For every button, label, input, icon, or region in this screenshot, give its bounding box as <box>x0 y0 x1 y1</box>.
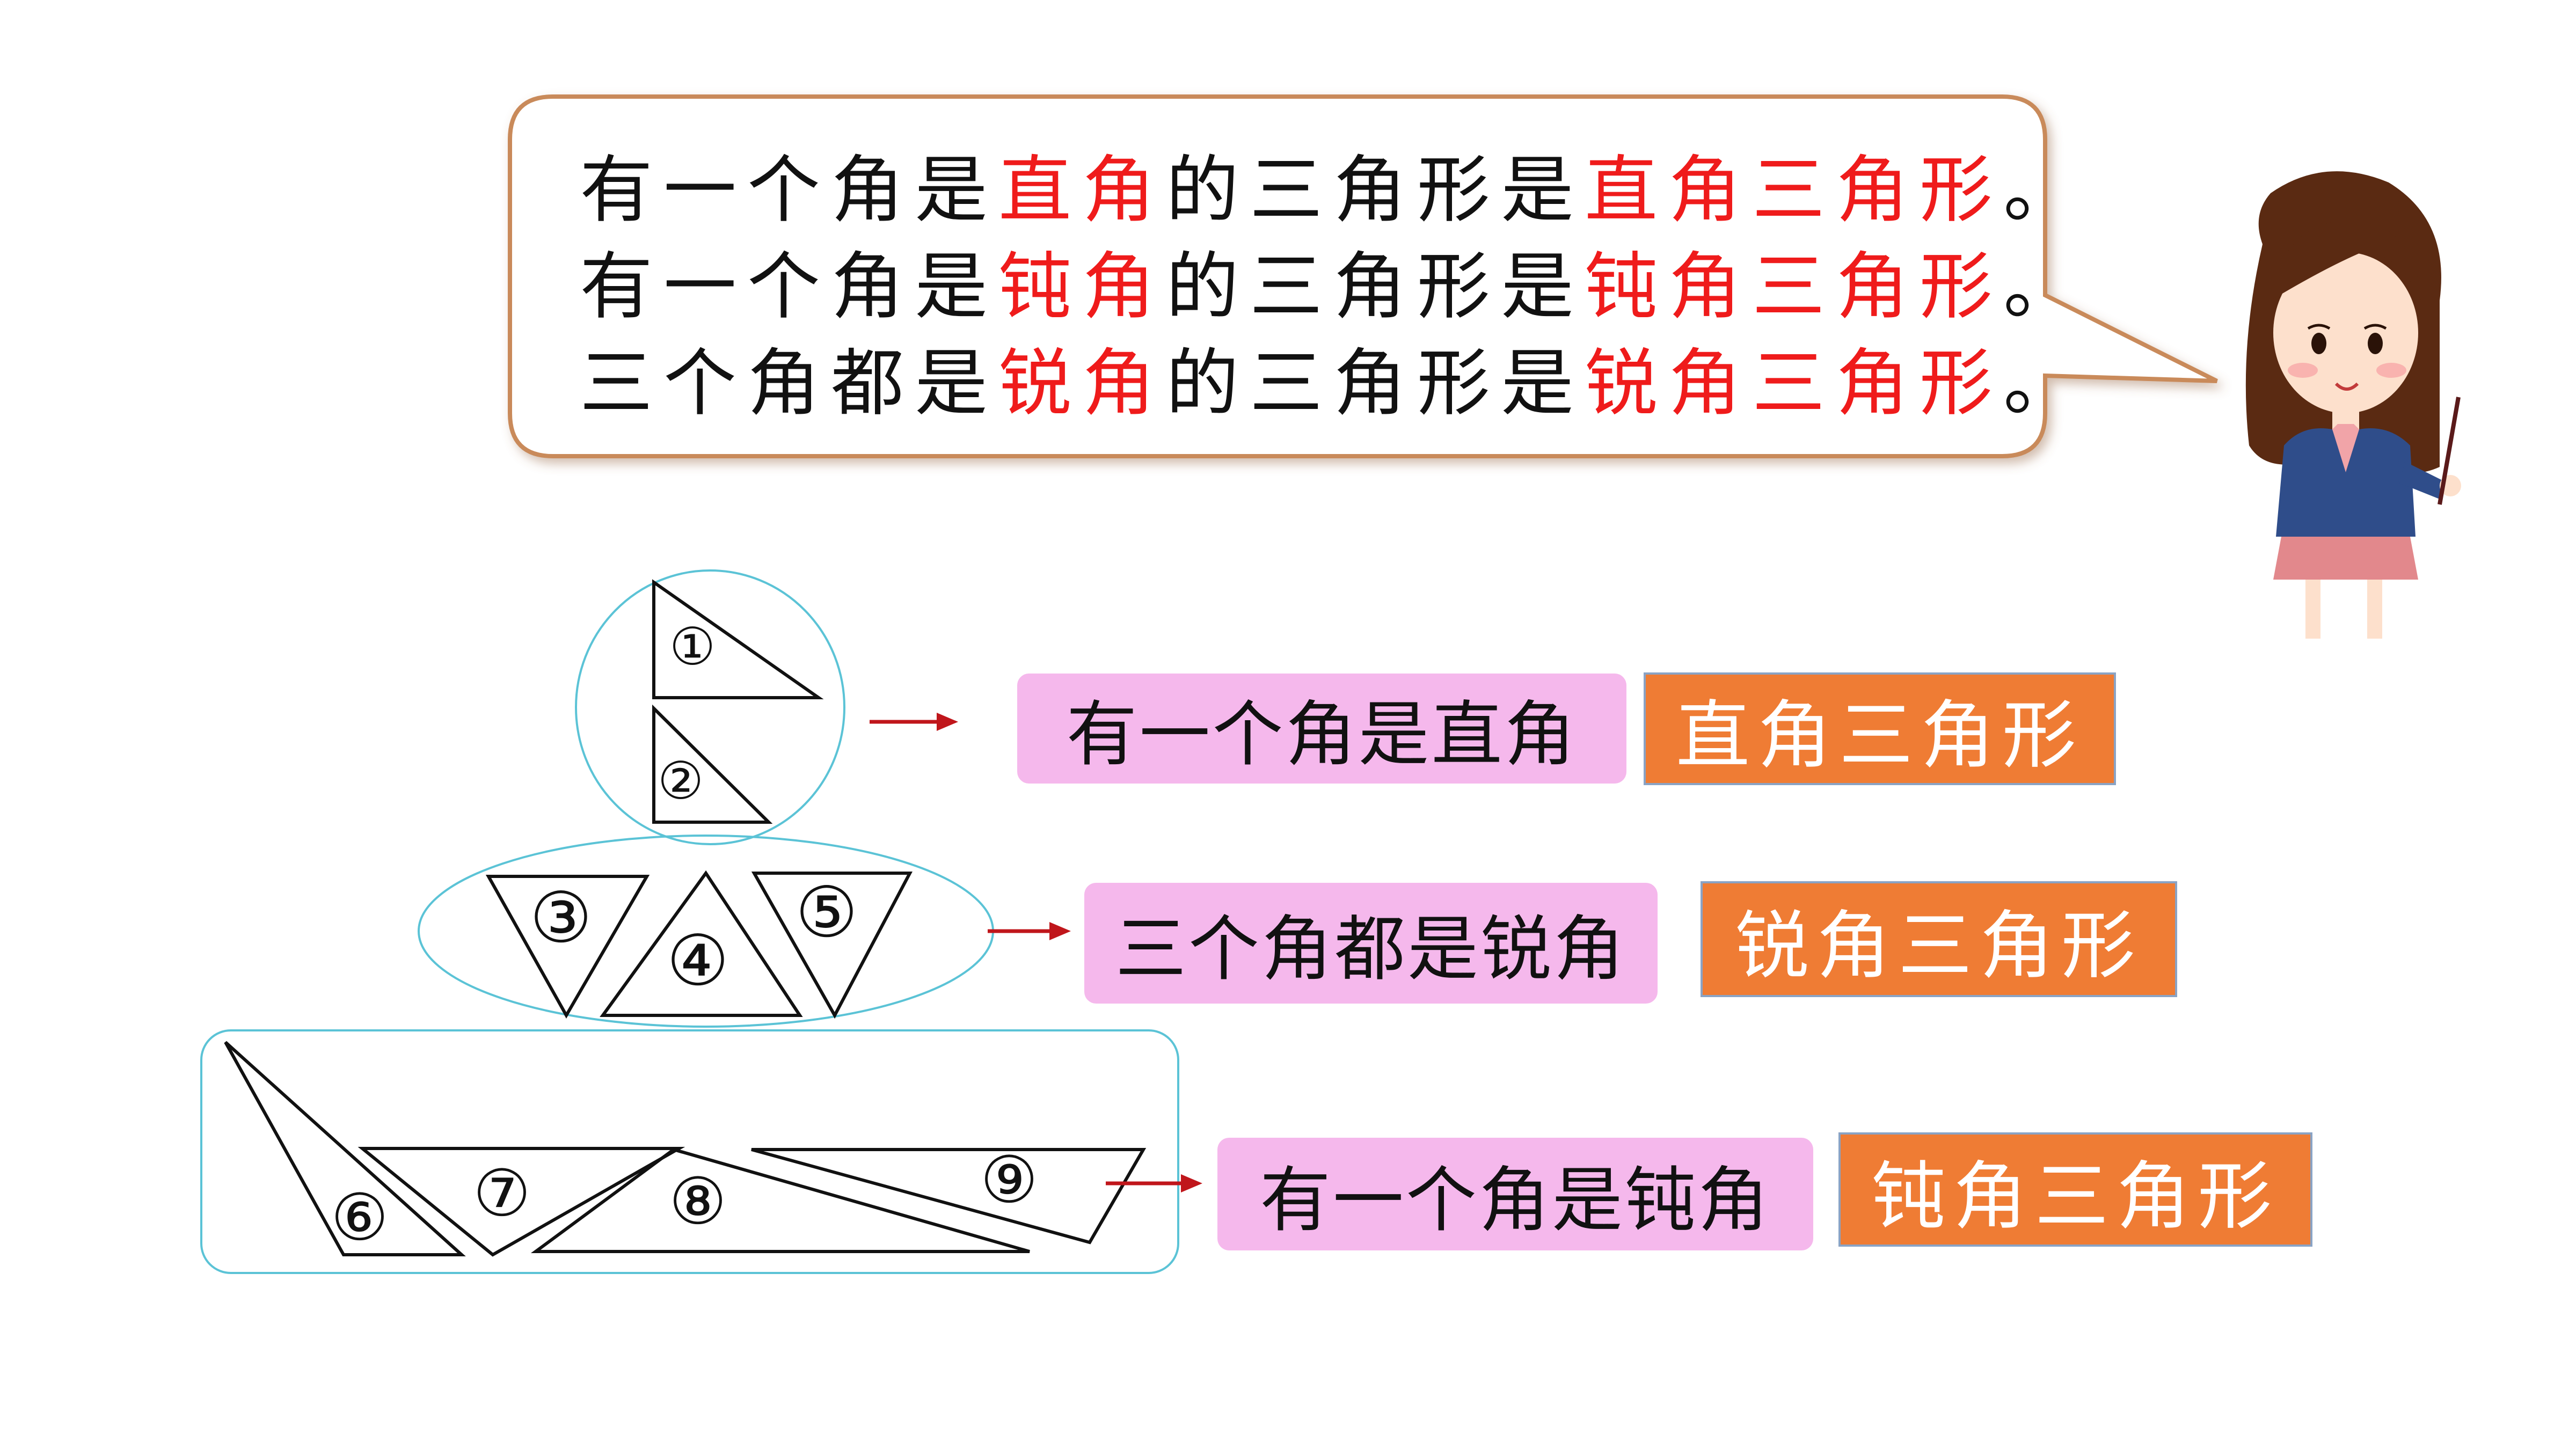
arrow-obtuse <box>1106 1174 1202 1192</box>
triangle-label-3: ③ <box>530 877 593 958</box>
statement-obtuse: 有一个角是钝角的三角形是钝角三角形。 <box>580 239 2087 335</box>
type-right-triangle: 直角三角形 <box>1644 672 2116 785</box>
triangle-label-9: ⑨ <box>980 1143 1038 1218</box>
condition-obtuse: 有一个角是钝角 <box>1217 1138 1813 1250</box>
condition-acute: 三个角都是锐角 <box>1084 883 1658 1004</box>
statement-text: 的三角形是 <box>1166 341 1585 426</box>
condition-right-angle: 有一个角是直角 <box>1017 674 1626 784</box>
triangle-6 <box>224 1041 466 1256</box>
triangle-label-8: ⑧ <box>669 1165 727 1239</box>
statement-acute: 三个角都是锐角的三角形是锐角三角形。 <box>580 335 2087 432</box>
statement-text: 有一个角是 <box>580 245 998 330</box>
statement-text: 有一个角是 <box>580 148 998 233</box>
triangle-8 <box>530 1147 1030 1253</box>
highlighted-term: 锐角三角形 <box>1585 341 2003 426</box>
triangle-3 <box>485 875 650 1019</box>
triangle-label-1: ① <box>669 617 716 677</box>
statement-text: 。 <box>2003 148 2087 233</box>
statement-text: 。 <box>2003 341 2087 426</box>
triangle-7 <box>357 1147 685 1257</box>
arrow-right-angle <box>870 713 958 731</box>
triangle-label-6: ⑥ <box>331 1181 389 1255</box>
triangle-label-5: ⑤ <box>796 872 858 953</box>
highlighted-term: 锐角 <box>998 341 1166 426</box>
statement-text: 三个角都是 <box>580 341 998 426</box>
statement-text: 。 <box>2003 245 2087 330</box>
speech-bubble <box>508 94 2218 458</box>
highlighted-term: 直角 <box>998 148 1166 233</box>
arrow-acute <box>988 922 1071 940</box>
triangle-1 <box>652 579 824 699</box>
triangle-9 <box>751 1148 1147 1245</box>
obtuse-triangle-group-outline <box>200 1029 1179 1274</box>
statement-right: 有一个角是直角的三角形是直角三角形。 <box>580 142 2087 239</box>
highlighted-term: 钝角 <box>998 245 1166 330</box>
statement-text: 的三角形是 <box>1166 148 1585 233</box>
highlighted-term: 直角三角形 <box>1585 148 2003 233</box>
triangle-label-2: ② <box>658 751 704 811</box>
highlighted-term: 钝角三角形 <box>1585 245 2003 330</box>
right-triangle-group-outline <box>575 569 845 845</box>
triangle-4 <box>600 870 803 1017</box>
statement-text: 的三角形是 <box>1166 245 1585 330</box>
triangle-2 <box>652 704 773 824</box>
type-obtuse-triangle: 钝角三角形 <box>1838 1132 2312 1247</box>
type-acute-triangle: 锐角三角形 <box>1701 881 2177 997</box>
triangle-5 <box>751 872 913 1019</box>
triangle-label-7: ⑦ <box>473 1157 531 1231</box>
teacher-character <box>2245 171 2461 639</box>
triangle-label-4: ④ <box>667 920 729 1001</box>
